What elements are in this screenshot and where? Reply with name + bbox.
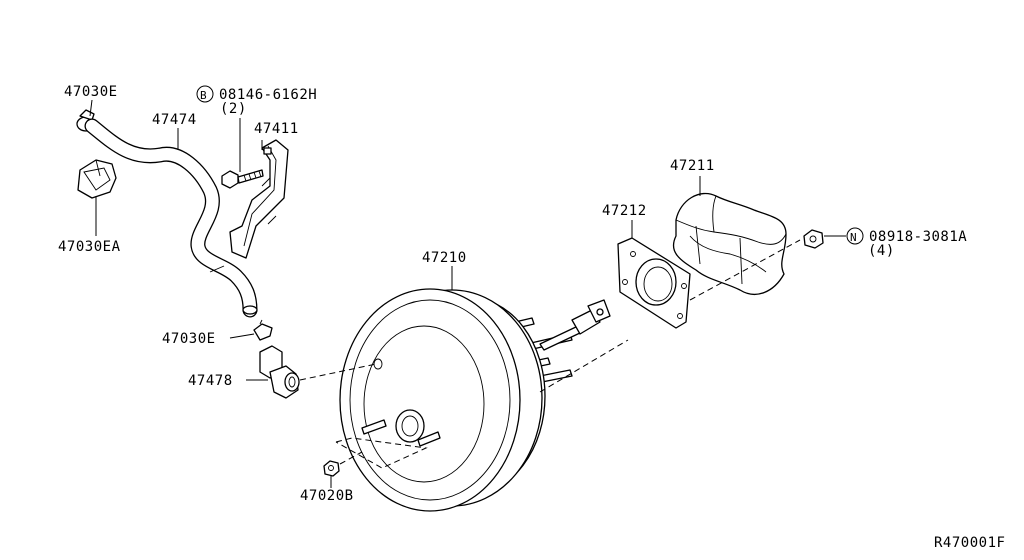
label-47478: 47478 [188, 373, 233, 389]
nut-prefix-circle [846, 227, 864, 245]
label-47020b: 47020B [300, 488, 354, 504]
label-47030ea: 47030EA [58, 239, 121, 255]
check-valve [259, 345, 300, 399]
brake-booster [339, 288, 611, 512]
label-nut-prefix: N [850, 231, 857, 244]
gasket [617, 237, 691, 329]
hose-clamp-ea [77, 159, 117, 199]
hose-clamp-mid [253, 319, 273, 341]
label-nut-qty: (4) [868, 243, 895, 259]
bolt-prefix-circle [196, 85, 214, 103]
insulator-nut [803, 229, 824, 249]
label-47210: 47210 [422, 250, 467, 266]
label-47411: 47411 [254, 121, 299, 137]
label-47211: 47211 [670, 158, 715, 174]
insulator [672, 192, 787, 295]
leader-lines [89, 99, 846, 488]
hose-bracket [229, 139, 289, 259]
label-47474: 47474 [152, 112, 197, 128]
label-47030e-mid: 47030E [162, 331, 216, 347]
booster-nut [323, 460, 340, 477]
label-47030e-top: 47030E [64, 84, 118, 100]
bolt [221, 169, 264, 189]
vacuum-hose [84, 118, 258, 318]
label-bolt-part: 08146-6162H [219, 87, 317, 103]
label-47212: 47212 [602, 203, 647, 219]
label-nut-part: 08918-3081A [869, 229, 967, 245]
assembly-dashed-lines [299, 239, 801, 469]
reference-code: R470001F [934, 535, 1005, 551]
label-bolt-qty: (2) [220, 101, 247, 117]
label-bolt-prefix: B [200, 89, 207, 102]
